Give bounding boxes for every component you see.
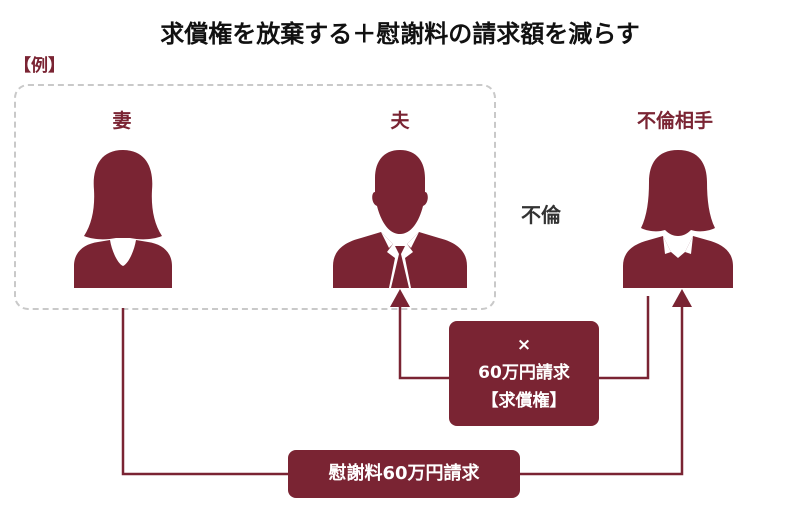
arrowhead-to-husband — [390, 289, 410, 307]
claim-cross-symbol: × — [516, 335, 532, 355]
recourse-claim-box: × 60万円請求 【求償権】 — [449, 321, 599, 426]
arrowhead-to-partner — [672, 289, 692, 307]
partner-label: 不倫相手 — [636, 110, 713, 132]
compensation-claim-box: 慰謝料60万円請求 — [288, 450, 520, 498]
diagram-title: 求償権を放棄する＋慰謝料の請求額を減らす — [160, 20, 640, 48]
claim-amount-label: 60万円請求 — [478, 363, 570, 383]
couple-group-frame — [14, 84, 496, 310]
wife-figure-icon — [74, 150, 172, 288]
husband-figure-icon — [333, 150, 467, 288]
husband-label: 夫 — [390, 110, 410, 132]
partner-figure-icon — [623, 150, 733, 288]
wife-label: 妻 — [112, 110, 132, 132]
relation-label: 不倫 — [521, 203, 561, 227]
example-tag: 【例】 — [14, 56, 65, 76]
recourse-right-label: 【求償権】 — [481, 391, 567, 411]
